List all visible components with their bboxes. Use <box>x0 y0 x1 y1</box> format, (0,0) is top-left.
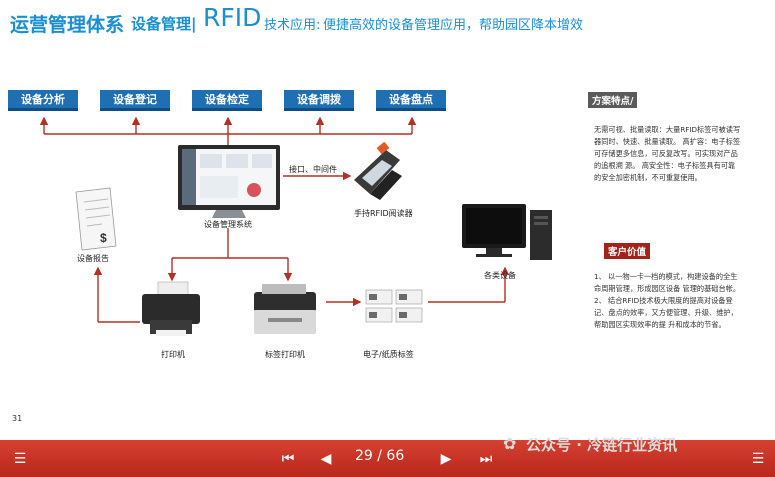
value-paragraph-2: 2、 结合RFID技术极大限度的提高对设备登记、盘点的效率，又方便管理、升级、维… <box>594 296 738 329</box>
svg-text:$: $ <box>100 231 107 245</box>
btn-device-calibrate[interactable]: 设备检定 <box>192 90 262 111</box>
tags-icon <box>365 289 423 323</box>
features-text: 无需可视、批量读取：大量RFID标签可被读写器同时、快速、批量读取。 高扩容：电… <box>594 125 741 182</box>
btn-device-inventory[interactable]: 设备盘点 <box>376 90 446 111</box>
label-system: 设备管理系统 <box>204 220 252 229</box>
first-page-icon[interactable]: ⏮ <box>281 451 295 467</box>
next-page-icon[interactable]: ▶ <box>440 451 452 467</box>
menu-icon[interactable]: ☰ <box>13 451 27 467</box>
label-handheld-reader: 手持RFID阅读器 <box>354 209 413 218</box>
btn-device-transfer[interactable]: 设备调拨 <box>284 90 354 111</box>
printer-icon <box>142 281 200 336</box>
page-indicator: 29 / 66 <box>355 448 405 464</box>
title-rfid: RFID <box>203 3 262 32</box>
value-paragraph-1: 1、 以一物一卡一档的模式，构建设备的全生命周期管理，形成园区设备 管理的基础台… <box>594 272 741 293</box>
label-printer-icon <box>254 284 316 334</box>
viewer-toolbar <box>0 440 775 477</box>
prev-page-icon[interactable]: ◀ <box>320 451 332 467</box>
btn-device-analysis[interactable]: 设备分析 <box>8 90 78 111</box>
label-interface: 接口、中间件 <box>289 165 337 174</box>
label-devices: 各类设备 <box>484 271 516 280</box>
watermark: 公众号 · 冷链行业资讯 <box>526 436 678 454</box>
title-description: 便捷高效的设备管理应用，帮助园区降本增效 <box>323 18 584 33</box>
report-icon: $ <box>75 187 117 251</box>
wechat-icon: ✿ <box>503 434 517 453</box>
label-report: 设备报告 <box>77 254 109 263</box>
label-tags: 电子/纸质标签 <box>363 350 414 359</box>
last-page-icon[interactable]: ⏭ <box>479 451 493 467</box>
menu-right-icon[interactable]: ☰ <box>751 451 765 467</box>
features-title: 方案特点/ <box>588 92 638 108</box>
label-printer: 打印机 <box>161 350 185 359</box>
value-text: 1、 以一物一卡一档的模式，构建设备的全生命周期管理，形成园区设备 管理的基础台… <box>594 271 742 331</box>
handheld-reader-icon <box>354 141 402 200</box>
btn-device-register[interactable]: 设备登记 <box>100 90 170 111</box>
desktop-computer-icon <box>462 204 552 260</box>
title-main: 运营管理体系 <box>10 14 125 36</box>
monitor-icon <box>178 145 280 218</box>
value-title: 客户价值 <box>604 243 651 259</box>
slide-page-number: 31 <box>12 414 23 423</box>
title-sub: 设备管理| <box>131 15 197 33</box>
title-app: 技术应用: <box>264 18 321 33</box>
label-label-printer: 标签打印机 <box>265 350 305 359</box>
